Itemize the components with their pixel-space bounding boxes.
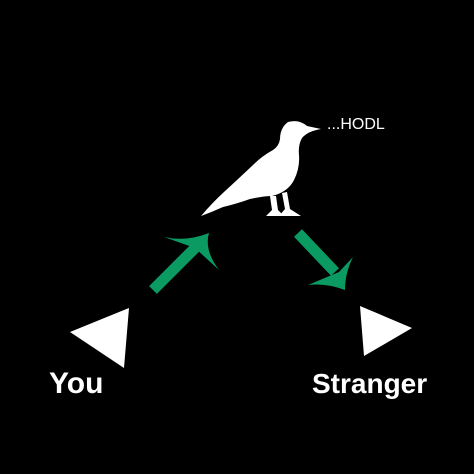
you-triangle-icon	[70, 308, 129, 368]
crow-icon	[201, 121, 321, 216]
arrow-down-right-icon	[294, 229, 353, 290]
stranger-label: Stranger	[312, 368, 428, 399]
arrow-up-right-icon	[149, 233, 219, 294]
bird-speech-text: ...HODL	[327, 116, 385, 133]
you-label: You	[49, 367, 104, 400]
stranger-triangle-icon	[360, 306, 412, 356]
